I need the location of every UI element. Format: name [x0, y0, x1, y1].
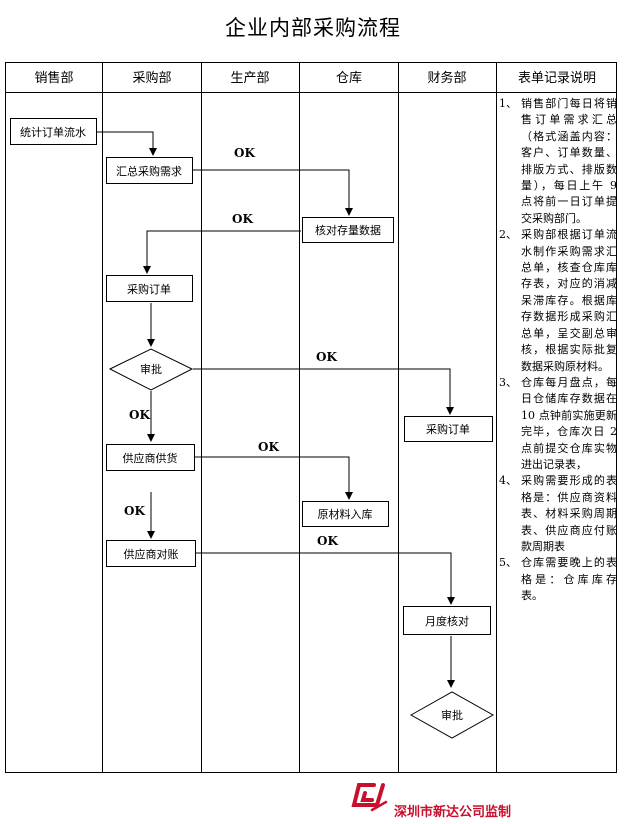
note-item: 3、 仓库每月盘点，每日仓储库存数据在 10 点钟前实施更新完毕，仓库次日 2 …: [499, 375, 617, 473]
node-monthly-check: [403, 606, 491, 635]
watermark-text: 深圳市新达公司监制: [394, 805, 512, 820]
note-item: 1、 销售部门每日将销售订单需求汇总（格式涵盖内容：客户、订单数量、排版方式、排…: [499, 96, 617, 227]
node-label: 供应商供货: [123, 451, 178, 465]
node-label: 汇总采购需求: [116, 164, 182, 178]
swimlane-grid: [5, 62, 617, 773]
note-number: 3、: [499, 375, 517, 389]
note-text: 仓库需要晚上的表格是：仓库库存表。: [521, 556, 617, 603]
column-header-production: 生产部: [230, 71, 269, 86]
arrow-check-stock-to-order: [143, 230, 301, 274]
node-label: 审批: [140, 362, 162, 376]
node-material-in: [302, 501, 389, 527]
ok-label: OK: [316, 350, 337, 364]
ok-label: OK: [232, 212, 253, 226]
column-header-sales: 销售部: [34, 70, 73, 86]
note-text: 采购需要形成的表格是：供应商资料表、材料采购周期表、供应商应付账款周期表: [521, 474, 617, 553]
note-text: 销售部门每日将销售订单需求汇总（格式涵盖内容：客户、订单数量、排版方式、排版数量…: [521, 97, 617, 225]
arrow-approve-to-finance: [193, 368, 454, 415]
column-header-purchasing: 采购部: [132, 70, 171, 86]
column-header-finance: 财务部: [427, 70, 466, 86]
connectors: [97, 131, 455, 688]
column-header-warehouse: 仓库: [336, 70, 362, 86]
arrow-supply-to-material-in: [195, 456, 353, 500]
note-number: 2、: [499, 228, 517, 242]
node-approve-2: [409, 691, 495, 739]
node-label: 月度核对: [425, 614, 469, 628]
node-label: 原材料入库: [318, 507, 373, 521]
page-title: 企业内部采购流程: [225, 16, 401, 40]
node-check-stock: [302, 217, 394, 243]
note-text: 仓库每月盘点，每日仓储库存数据在 10 点钟前实施更新完毕，仓库次日 2 点前提…: [521, 375, 617, 471]
node-finance-order: [404, 416, 493, 442]
ok-label: OK: [124, 504, 145, 518]
arrow-sales-to-summary: [97, 131, 157, 156]
note-item: 4、 采购需要形成的表格是：供应商资料表、材料采购周期表、供应商应付账款周期表: [499, 473, 617, 555]
ok-label: OK: [258, 440, 279, 454]
note-item: 5、 仓库需要晚上的表格是：仓库库存表。: [499, 555, 617, 604]
note-number: 5、: [499, 556, 517, 570]
note-text: 采购部根据订单流水制作采购需求汇总单，核查仓库库存表，对应的消减呆滞库存。根据库…: [521, 228, 617, 373]
node-sales-stats: [10, 118, 97, 145]
node-label: 供应商对账: [124, 547, 179, 561]
node-label: 审批: [441, 708, 463, 722]
notes-column: 1、 销售部门每日将销售订单需求汇总（格式涵盖内容：客户、订单数量、排版方式、排…: [499, 96, 617, 605]
watermark: 深圳市新达公司监制: [346, 780, 586, 820]
ok-label: OK: [129, 408, 150, 422]
node-label: 采购订单: [127, 282, 171, 296]
node-approve-1: [108, 348, 194, 391]
node-label: 核对存量数据: [315, 223, 381, 237]
ok-label: OK: [317, 534, 338, 548]
node-label: 统计订单流水: [20, 125, 86, 139]
note-number: 4、: [499, 474, 517, 488]
arrow-summary-to-check-stock: [193, 169, 353, 216]
node-supplier-supply: [106, 444, 195, 471]
ok-label: OK: [234, 146, 255, 160]
node-label: 采购订单: [426, 422, 470, 436]
arrow-reconcile-to-monthly-check: [196, 552, 455, 605]
note-item: 2、 采购部根据订单流水制作采购需求汇总单，核查仓库库存表，对应的消减呆滞库存。…: [499, 227, 617, 375]
node-supplier-reconcile: [106, 540, 196, 567]
node-purchase-order: [106, 275, 193, 302]
note-number: 1、: [499, 97, 517, 110]
company-logo-icon: [351, 783, 388, 812]
node-summary-demand: [106, 157, 193, 184]
column-header-notes: 表单记录说明: [518, 71, 596, 86]
